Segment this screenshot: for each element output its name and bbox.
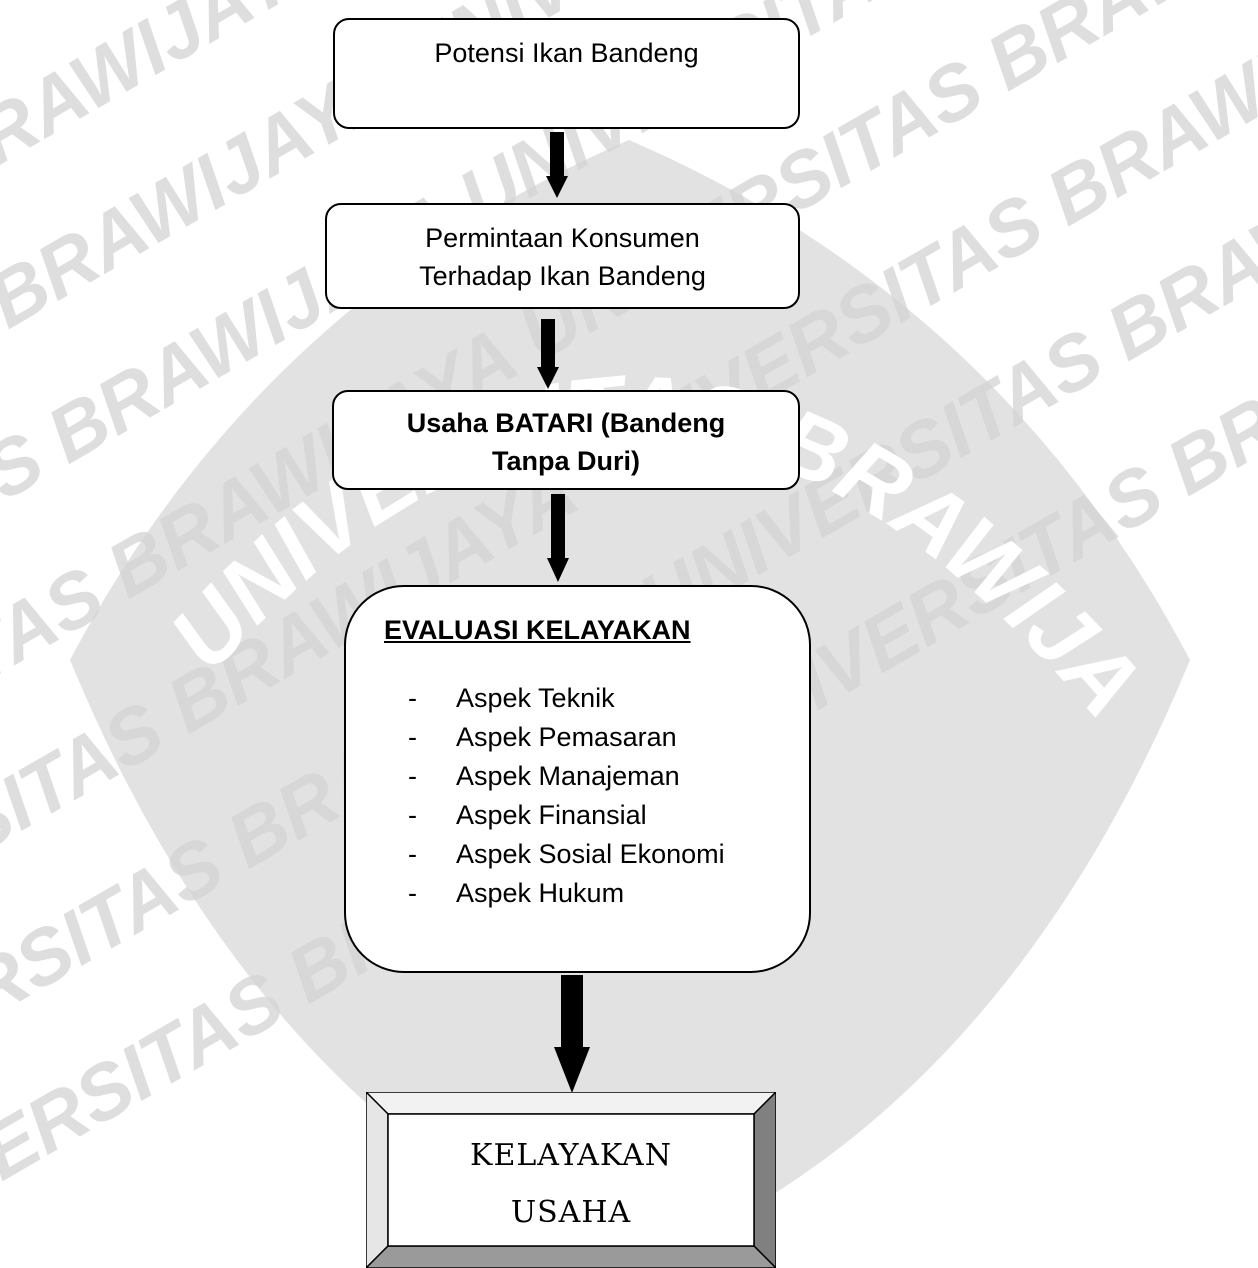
list-dash: - <box>408 839 417 869</box>
evaluasi-aspect-list: - Aspek Teknik - Aspek Pemasaran - Aspek Ma… <box>346 679 809 913</box>
node-kelayakan-usaha: KELAYAKAN USAHA <box>366 1092 776 1268</box>
list-item: - Aspek Manajeman <box>346 757 809 796</box>
list-dash: - <box>408 722 417 752</box>
list-item: - Aspek Sosial Ekonomi <box>346 835 809 874</box>
list-item-text: Aspek Manajeman <box>456 761 680 791</box>
node-usaha-batari: Usaha BATARI (Bandeng Tanpa Duri) <box>332 390 800 490</box>
list-item: - Aspek Finansial <box>346 796 809 835</box>
list-dash: - <box>408 800 417 830</box>
node-potensi-label: Potensi Ikan Bandeng <box>434 38 699 68</box>
bevel-frame <box>366 1092 776 1268</box>
kelayakan-line2: USAHA <box>510 1195 632 1230</box>
node-permintaan-line1: Permintaan Konsumen <box>425 223 700 253</box>
list-item-text: Aspek Hukum <box>456 878 625 908</box>
list-item-text: Aspek Finansial <box>456 800 647 830</box>
list-dash: - <box>408 761 417 791</box>
list-item: - Aspek Pemasaran <box>346 718 809 757</box>
node-permintaan-line2: Terhadap Ikan Bandeng <box>419 261 706 291</box>
node-evaluasi-kelayakan: EVALUASI KELAYAKAN - Aspek Teknik - Aspek … <box>344 585 811 973</box>
list-item-text: Aspek Pemasaran <box>456 722 677 752</box>
node-potensi-ikan-bandeng: Potensi Ikan Bandeng <box>333 18 800 129</box>
list-item: - Aspek Hukum <box>346 874 809 913</box>
list-item: - Aspek Teknik <box>346 679 809 718</box>
node-usaha-line2: Tanpa Duri) <box>492 446 640 476</box>
node-usaha-line1: Usaha BATARI (Bandeng <box>406 408 726 438</box>
list-item-text: Aspek Teknik <box>456 683 615 713</box>
list-item-text: Aspek Sosial Ekonomi <box>456 839 725 869</box>
list-dash: - <box>408 878 417 908</box>
evaluasi-title: EVALUASI KELAYAKAN <box>384 615 691 645</box>
kelayakan-line1: KELAYAKAN <box>470 1138 672 1173</box>
node-permintaan-konsumen: Permintaan Konsumen Terhadap Ikan Banden… <box>325 203 800 309</box>
list-dash: - <box>408 683 417 713</box>
